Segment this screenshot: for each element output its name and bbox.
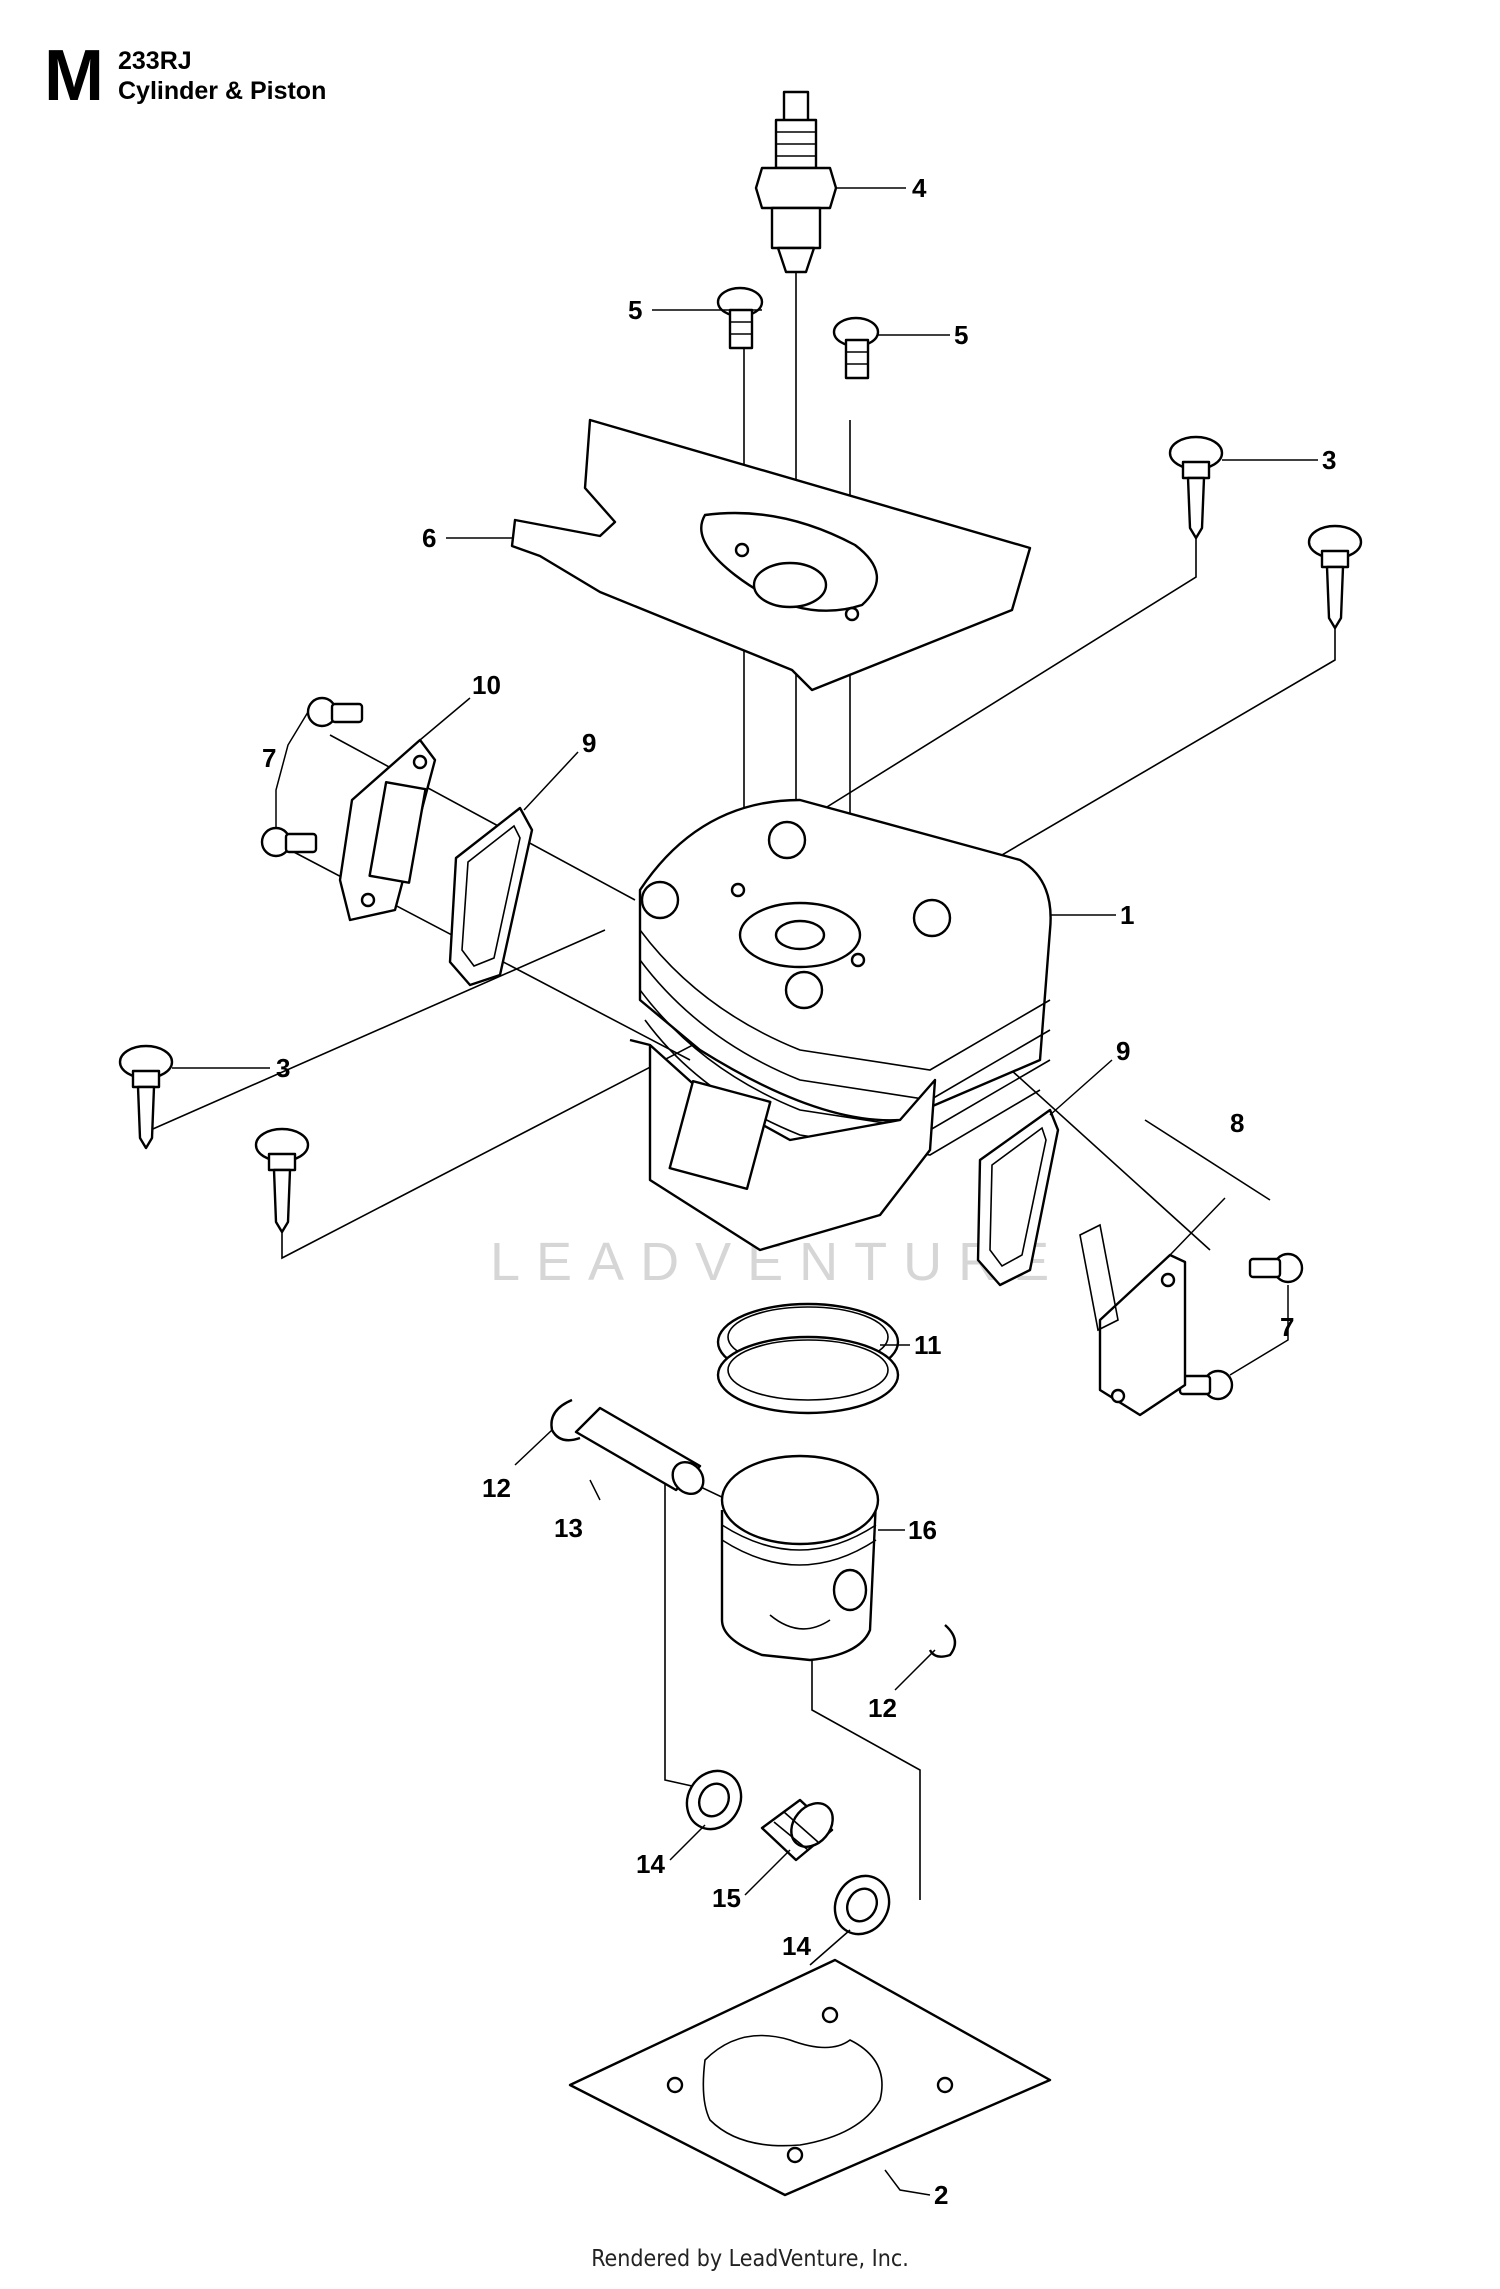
part-screw-7a[interactable] (306, 696, 364, 728)
part-bolt-3d[interactable] (254, 1127, 310, 1234)
callout-12b: 12 (868, 1693, 897, 1723)
diagram-header: M 233RJ Cylinder & Piston (44, 36, 326, 116)
section-letter: M (44, 36, 104, 116)
callout-10: 10 (472, 670, 501, 700)
part-piston[interactable] (720, 1454, 880, 1662)
part-circlip-12b[interactable] (928, 1624, 957, 1658)
part-spark-plug[interactable] (754, 90, 838, 274)
part-circlip-12a[interactable] (550, 1398, 581, 1442)
model-number: 233RJ (117, 47, 192, 75)
callout-labels: 4 5 5 3 6 10 7 9 1 3 9 8 7 11 12 13 16 1… (262, 173, 1336, 2210)
callout-5a: 5 (628, 295, 642, 325)
part-washer-14b[interactable] (824, 1866, 899, 1944)
part-needle-bearing[interactable] (760, 1795, 841, 1862)
callout-3b: 3 (276, 1053, 290, 1083)
part-screw-7c[interactable] (1248, 1252, 1304, 1284)
callout-14a: 14 (636, 1849, 665, 1879)
callout-1: 1 (1120, 900, 1134, 930)
title-block: 233RJ Cylinder & Piston (118, 46, 326, 106)
part-base-gasket[interactable] (568, 1958, 1052, 2197)
part-piston-rings[interactable] (716, 1302, 900, 1415)
callout-3a: 3 (1322, 445, 1336, 475)
part-intake-flange[interactable] (338, 738, 437, 922)
callout-9a: 9 (582, 728, 596, 758)
callout-7a: 7 (262, 743, 276, 773)
part-heat-shield[interactable] (510, 418, 1032, 692)
part-bolt-5b[interactable] (832, 316, 880, 380)
part-gasket-9b[interactable] (976, 1108, 1060, 1287)
part-gasket-9a[interactable] (448, 806, 534, 987)
callout-13: 13 (554, 1513, 583, 1543)
callout-2: 2 (934, 2180, 948, 2210)
callout-14b: 14 (782, 1931, 811, 1961)
callout-4: 4 (912, 173, 927, 203)
diagram-title: Cylinder & Piston (117, 77, 327, 105)
leader-lines (172, 187, 1318, 2196)
part-bolt-5a[interactable] (716, 286, 764, 350)
callout-9b: 9 (1116, 1036, 1130, 1066)
callout-5b: 5 (954, 320, 968, 350)
part-washer-14a[interactable] (676, 1761, 751, 1839)
callout-11: 11 (914, 1330, 942, 1360)
part-exhaust-flange[interactable] (1079, 1223, 1187, 1417)
callout-8: 8 (1230, 1108, 1244, 1138)
callout-15: 15 (712, 1883, 741, 1913)
part-screw-7b[interactable] (260, 826, 318, 858)
part-cylinder[interactable] (629, 798, 1052, 1252)
callout-6: 6 (422, 523, 436, 553)
callout-16: 16 (908, 1515, 937, 1545)
part-screw-7d[interactable] (1178, 1369, 1234, 1401)
part-bolt-3b[interactable] (1307, 524, 1363, 630)
callout-12a: 12 (482, 1473, 511, 1503)
callout-7b: 7 (1280, 1312, 1294, 1342)
part-bolt-3c[interactable] (118, 1044, 174, 1150)
part-bolt-3a[interactable] (1168, 435, 1224, 540)
footer-credit: Rendered by LeadVenture, Inc. (591, 2246, 909, 2272)
part-piston-pin[interactable] (574, 1406, 710, 1500)
